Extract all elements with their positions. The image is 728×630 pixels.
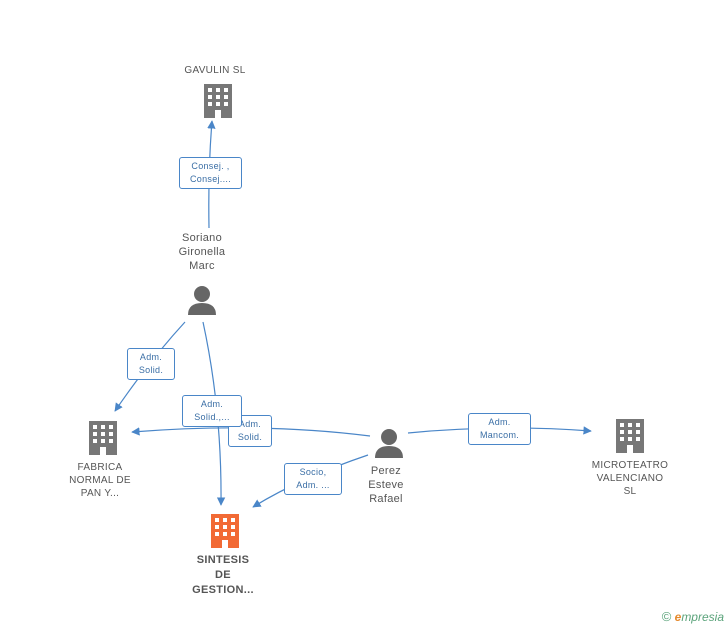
- node-label-soriano[interactable]: Soriano Gironella Marc: [178, 232, 226, 272]
- person-icon[interactable]: [375, 429, 403, 458]
- copyright-symbol: ©: [661, 609, 672, 624]
- edge-label-soriano-gavulin[interactable]: Consej. , Consej....: [179, 157, 242, 189]
- edge-label-soriano-sintesis[interactable]: Adm. Solid.,...: [182, 395, 242, 427]
- building-icon[interactable]: [204, 84, 232, 118]
- node-label-sintesis[interactable]: SINTESIS DE GESTION...: [192, 554, 254, 596]
- node-label-gavulin[interactable]: GAVULIN SL: [184, 65, 246, 76]
- brand-name-rest: mpresia: [681, 610, 724, 624]
- building-icon[interactable]: [616, 419, 644, 453]
- edge-label-perez-sintesis[interactable]: Socio, Adm. ...: [284, 463, 342, 495]
- brand-logo: © empresia: [662, 609, 724, 624]
- node-label-perez[interactable]: Perez Esteve Rafael: [368, 465, 404, 505]
- brand-name-first: e: [674, 610, 682, 624]
- building-icon[interactable]: [89, 421, 117, 455]
- edge-label-soriano-fabrica[interactable]: Adm. Solid.: [127, 348, 175, 380]
- person-icon[interactable]: [188, 286, 216, 315]
- node-label-microteatro[interactable]: MICROTEATRO VALENCIANO SL: [591, 460, 669, 497]
- node-label-fabrica[interactable]: FABRICA NORMAL DE PAN Y...: [69, 462, 131, 499]
- building-icon[interactable]: [211, 514, 239, 548]
- edge-label-perez-microteatro[interactable]: Adm. Mancom.: [468, 413, 531, 445]
